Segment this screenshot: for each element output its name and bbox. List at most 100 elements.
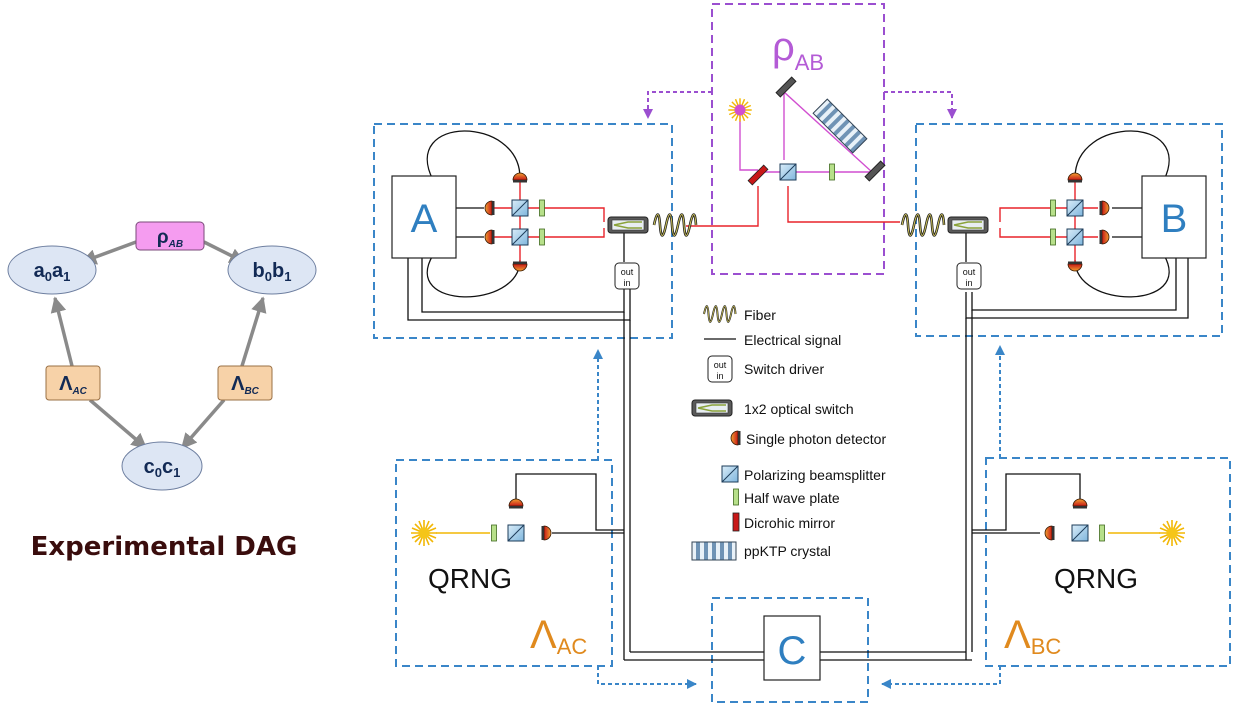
- dag-rho-symbol: ρ: [157, 227, 169, 248]
- box-lab-b: [915, 123, 1223, 337]
- pbs-ac: [507, 524, 525, 542]
- fiber-a: [652, 213, 698, 237]
- pbs-b-top: [1066, 199, 1084, 217]
- dag-edge-lac-a: [50, 296, 74, 367]
- dag-rho-sub: AB: [168, 239, 183, 250]
- switch-a-in: in: [623, 278, 630, 288]
- detector-b-2: [1067, 261, 1083, 272]
- legend-crystal: ppKTP crystal: [691, 541, 831, 561]
- dag-node-rho: ρAB: [135, 221, 205, 251]
- ppktp-crystal: [812, 98, 868, 154]
- detector-b-1: [1067, 172, 1083, 183]
- lambda-bc-symbol: Λ: [1004, 613, 1031, 657]
- svg-text:ρAB: ρAB: [772, 25, 824, 75]
- pbs-source: [779, 163, 797, 181]
- fiber-b: [900, 213, 946, 237]
- lab-b: B out in: [900, 172, 1207, 290]
- dichroic-mirror: [747, 164, 769, 186]
- lambda-bc-sub: BC: [1031, 634, 1062, 659]
- detector-bc-top: [1072, 498, 1088, 509]
- rho-symbol: ρ: [772, 25, 795, 69]
- dag-edge-lac-c: [88, 398, 148, 450]
- detector-bc-left: [1044, 525, 1055, 541]
- hwp-a-bottom: [539, 228, 545, 246]
- svg-text:Dicrohic mirror: Dicrohic mirror: [744, 515, 835, 531]
- optical-paths: [436, 90, 1160, 534]
- svg-text:ΛBC: ΛBC: [231, 373, 260, 397]
- dag-title: Experimental DAG: [31, 532, 298, 562]
- svg-text:ΛAC: ΛAC: [59, 373, 88, 397]
- svg-text:Switch driver: Switch driver: [744, 361, 824, 377]
- source-rho: ρAB: [727, 25, 886, 186]
- svg-text:ΛAC: ΛAC: [530, 613, 587, 659]
- hwp-ac: [491, 524, 497, 542]
- detector-a-1: [512, 172, 528, 183]
- svg-text:ppKTP crystal: ppKTP crystal: [744, 543, 831, 559]
- detector-a-4: [484, 229, 495, 245]
- legend-optical-switch: 1x2 optical switch: [691, 399, 854, 417]
- dag-node-c: c0c1: [121, 441, 203, 491]
- svg-text:ΛBC: ΛBC: [1004, 613, 1061, 659]
- svg-text:Polarizing beamsplitter: Polarizing beamsplitter: [744, 467, 886, 483]
- svg-text:Electrical signal: Electrical signal: [744, 332, 841, 348]
- pbs-a-top: [511, 199, 529, 217]
- qrng-ac-label: QRNG: [428, 563, 512, 594]
- qrng-bc: QRNG ΛBC: [1004, 498, 1186, 659]
- legend-waveplate: Half wave plate: [733, 488, 840, 506]
- detector-b-3: [1099, 200, 1110, 216]
- svg-text:ρAB: ρAB: [157, 227, 183, 250]
- hwp-b-top: [1050, 199, 1056, 217]
- detector-ac-right: [541, 525, 552, 541]
- electrical-wires: [407, 130, 1189, 661]
- legend: Fiber Electrical signal out in Switch dr…: [691, 305, 886, 561]
- legend-beamsplitter: Polarizing beamsplitter: [721, 465, 886, 483]
- legend-fiber: Fiber: [703, 305, 776, 323]
- optical-switch-a: [607, 216, 649, 234]
- rho-sub: AB: [795, 50, 824, 75]
- lambda-ac-symbol: Λ: [530, 613, 557, 657]
- svg-text:Half wave plate: Half wave plate: [744, 490, 840, 506]
- legend-switch-driver: out in Switch driver: [707, 355, 824, 383]
- lambda-ac-sub: AC: [557, 634, 588, 659]
- svg-text:out: out: [714, 360, 727, 370]
- box-c-label: C: [778, 629, 807, 673]
- box-b: [1141, 175, 1207, 259]
- box-a-label: A: [411, 197, 438, 241]
- detector-b-4: [1099, 229, 1110, 245]
- box-station-c: [711, 597, 869, 703]
- box-lambda-bc: [985, 457, 1231, 667]
- svg-text:b0b1: b0b1: [253, 260, 292, 284]
- dag-panel: ρAB a0a1 b0b1 ΛAC ΛBC c0c1 Experimental …: [7, 221, 317, 562]
- dag-edge-lbc-b: [240, 296, 267, 367]
- box-source-rho: [711, 3, 885, 275]
- svg-text:Fiber: Fiber: [744, 307, 776, 323]
- pbs-bc: [1071, 524, 1089, 542]
- dashed-boxes: [373, 3, 1231, 703]
- qrng-ac-laser: [410, 519, 438, 547]
- dag-node-a: a0a1: [7, 245, 97, 295]
- svg-text:c0c1: c0c1: [144, 456, 181, 480]
- svg-text:Single photon detector: Single photon detector: [746, 431, 886, 447]
- pbs-a-bottom: [511, 228, 529, 246]
- detector-a-3: [484, 200, 495, 216]
- box-c: [763, 615, 821, 681]
- svg-text:1x2 optical switch: 1x2 optical switch: [744, 401, 854, 417]
- flow-arrows: [593, 91, 1005, 689]
- svg-text:in: in: [716, 371, 723, 381]
- dag-edge-lbc-c: [180, 398, 226, 450]
- legend-detector: Single photon detector: [730, 430, 886, 447]
- lab-a: A out in: [391, 172, 698, 290]
- hwp-b-bottom: [1050, 228, 1056, 246]
- mirror-right: [864, 160, 886, 182]
- switch-a-out: out: [621, 267, 634, 277]
- box-b-label: B: [1161, 197, 1188, 241]
- qrng-bc-label: QRNG: [1054, 563, 1138, 594]
- detector-a-2: [512, 261, 528, 272]
- qrng-bc-laser: [1158, 519, 1186, 547]
- legend-dichroic: Dicrohic mirror: [732, 512, 835, 532]
- hwp-source: [829, 163, 835, 181]
- hwp-a-top: [539, 199, 545, 217]
- switch-b-in: in: [965, 278, 972, 288]
- dag-node-lac: ΛAC: [45, 365, 101, 401]
